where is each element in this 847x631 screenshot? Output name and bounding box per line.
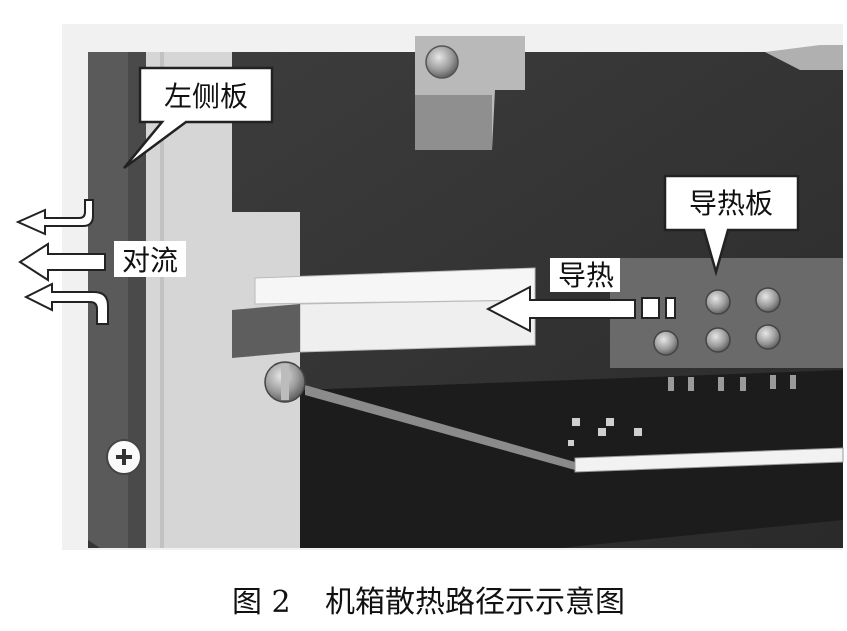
panel-screw-cross xyxy=(116,449,132,465)
heat-conduction-arrow-icon xyxy=(485,285,636,333)
arrow-dash-1 xyxy=(641,297,660,319)
top-bracket-shadow xyxy=(415,95,492,150)
pcb-components xyxy=(568,418,642,446)
heat-conduction-label: 导热 xyxy=(558,259,614,292)
thermal-plate-callout xyxy=(663,174,800,277)
convection-arrow-top-icon xyxy=(15,199,94,236)
convection-label: 对流 xyxy=(122,244,178,277)
thermal-plate-studs xyxy=(653,287,781,356)
pcb-board xyxy=(300,370,843,548)
conduction-rail-end xyxy=(232,304,300,358)
left-panel-seam xyxy=(160,52,164,548)
arrow-dash-2 xyxy=(665,297,676,319)
top-right-corner xyxy=(765,45,843,70)
pcb-metal-edge xyxy=(305,385,575,470)
left-panel-callout xyxy=(123,66,274,170)
thermal-plate-label: 导热板 xyxy=(689,187,773,220)
left-panel-label: 左侧板 xyxy=(164,80,248,113)
heat-conduction-label-bg xyxy=(550,258,620,292)
convection-arrow-middle-icon xyxy=(18,242,106,282)
convection-label-bg xyxy=(114,241,186,277)
bracket-screw-icon xyxy=(425,45,459,79)
left-panel-face xyxy=(146,52,300,548)
left-side-panel xyxy=(88,52,130,548)
pcb-pins xyxy=(668,375,796,391)
convection-arrow-bottom-icon xyxy=(23,282,109,325)
figure-caption: 机箱散热路径示示意图 xyxy=(325,585,625,620)
figure-number: 图 2 xyxy=(232,585,291,620)
pcb-connector-strip xyxy=(574,447,844,473)
left-panel-edge xyxy=(128,52,146,548)
rail-screw-slot xyxy=(281,364,289,400)
